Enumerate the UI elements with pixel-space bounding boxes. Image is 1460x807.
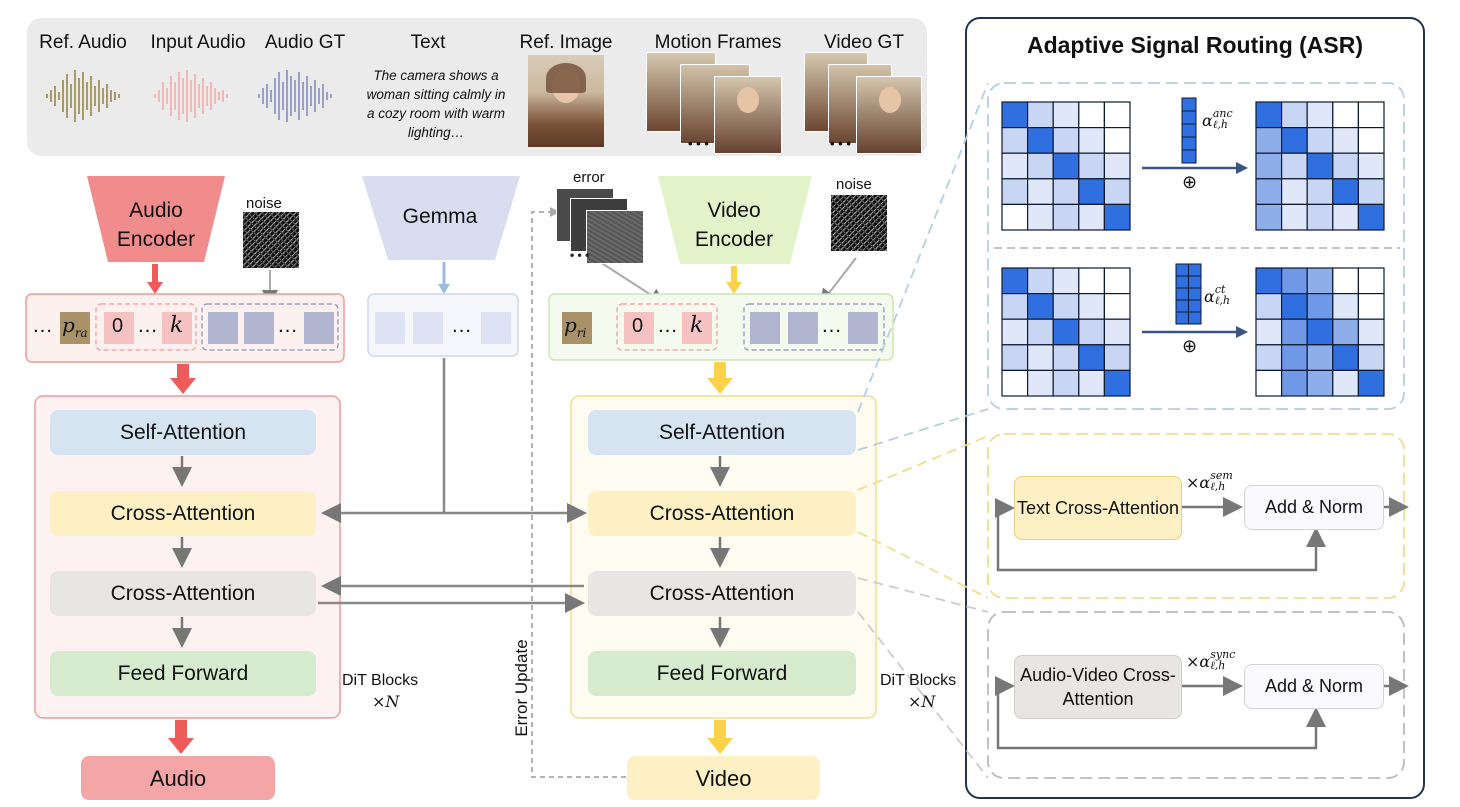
audio-feed-forward: Feed Forward (50, 651, 316, 696)
pra-subscript: ra (74, 326, 88, 340)
pri-subscript: ri (576, 326, 587, 340)
error-update-label: Error Update (512, 639, 531, 737)
anc-superscript: anc (1212, 107, 1233, 120)
text-token-dots: … (451, 314, 472, 337)
motion-frames-ellipsis: • • • (688, 136, 709, 151)
video-feed-forward: Feed Forward (588, 651, 856, 696)
sem-superscript: sem (1210, 469, 1233, 482)
gemma-label: Gemma (402, 205, 478, 228)
input-audio-waveform (154, 70, 228, 122)
noise-image-audio (243, 212, 299, 268)
audio-token-k: k (170, 313, 184, 338)
asr-text-cross-attention: Text Cross-Attention (1014, 476, 1182, 540)
video-token-zero: 0 (632, 315, 644, 337)
noise-image-video (831, 195, 887, 251)
motion-frames-stack (646, 52, 782, 154)
sync-subscript: ℓ,h (1210, 659, 1226, 672)
ref-image-thumbnail (528, 55, 604, 147)
asr-add-norm-1: Add & Norm (1244, 485, 1384, 530)
audio-gt-label: Audio GT (264, 32, 346, 53)
motion-frames-label: Motion Frames (654, 32, 782, 53)
audio-times-n: ×N (372, 692, 400, 711)
audio-output: Audio (81, 756, 275, 800)
audio-cross-attention-av: Cross-Attention (50, 571, 316, 616)
pri-symbol: p (564, 313, 577, 337)
audio-noise-dots: … (277, 314, 298, 337)
video-output: Video (627, 756, 820, 800)
video-gt-stack (804, 52, 924, 154)
video-cross-attention-text: Cross-Attention (588, 491, 856, 536)
video-encoder-shape (658, 176, 812, 264)
oplus-anc: ⊕ (1182, 172, 1198, 192)
ref-audio-label: Ref. Audio (39, 32, 127, 53)
matrix-anc-before (1001, 101, 1131, 231)
video-prompt-token: pri (564, 313, 586, 340)
audio-gt-waveform (258, 70, 332, 122)
audio-encoder-label: Audio Encoder (116, 199, 196, 251)
sem-subscript: ℓ,h (1210, 480, 1226, 493)
ref-image-label: Ref. Image (519, 32, 613, 53)
alpha-ct-matrix (1175, 263, 1202, 325)
alpha-sem-symbol: ×α (1186, 473, 1211, 492)
video-gt-label: Video GT (824, 32, 904, 53)
text-caption: The camera shows a woman sitting calmly … (366, 68, 506, 140)
asr-add-norm-2: Add & Norm (1244, 664, 1384, 709)
audio-self-attention: Self-Attention (50, 410, 316, 455)
pra-symbol: p (62, 313, 75, 337)
audio-cross-attention-text: Cross-Attention (50, 491, 316, 536)
video-token-k: k (690, 313, 704, 338)
sync-superscript: sync (1210, 648, 1236, 661)
video-cross-attention-av: Cross-Attention (588, 571, 856, 616)
matrix-ct-after (1255, 267, 1385, 397)
asr-title: Adaptive Signal Routing (ASR) (1026, 32, 1364, 58)
audio-prompt-token: pra (62, 313, 88, 340)
audio-token-zero: 0 (112, 315, 124, 337)
video-dit-blocks-label: DiT Blocks (880, 672, 957, 689)
matrix-anc-after (1255, 101, 1385, 231)
video-gt-ellipsis: • • • (830, 136, 851, 151)
noise-label-video: noise (836, 176, 872, 193)
alpha-sync-symbol: ×α (1186, 652, 1211, 671)
audio-token-mid-dots: … (137, 314, 158, 337)
alpha-anc-symbol: α (1202, 111, 1213, 130)
video-noise-dots: … (821, 314, 842, 337)
noise-label-audio: noise (246, 195, 282, 212)
ct-subscript: ℓ,h (1214, 294, 1230, 307)
alpha-anc-vector (1181, 97, 1197, 164)
oplus-ct: ⊕ (1182, 336, 1198, 356)
text-label: Text (410, 32, 446, 53)
asr-av-cross-attention: Audio-Video Cross-Attention (1014, 655, 1182, 719)
audio-encoder-shape (87, 176, 225, 262)
gemma-shape (362, 176, 520, 260)
video-encoder-label: Video Encoder (694, 199, 774, 251)
anc-subscript: ℓ,h (1212, 118, 1228, 131)
error-label: error (573, 169, 605, 186)
error-image-stack: • • • (556, 188, 646, 270)
matrix-ct-before (1001, 267, 1131, 397)
video-times-n: ×N (908, 692, 936, 711)
ct-superscript: ct (1214, 283, 1226, 296)
video-self-attention: Self-Attention (588, 410, 856, 455)
alpha-ct-symbol: α (1204, 287, 1215, 306)
audio-token-leading-dots: … (32, 314, 53, 337)
ref-audio-waveform (46, 70, 120, 122)
input-audio-label: Input Audio (150, 32, 246, 53)
video-token-mid-dots: … (657, 314, 678, 337)
audio-dit-blocks-label: DiT Blocks (342, 672, 419, 689)
